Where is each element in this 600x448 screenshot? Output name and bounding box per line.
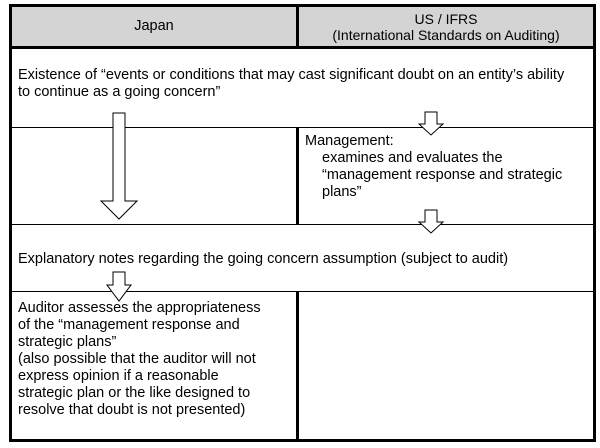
auditor-line: (also possible that the auditor will not [18, 351, 256, 367]
explanatory-notes-line: Explanatory notes regarding the going co… [18, 251, 509, 267]
auditor-line: resolve that doubt is not presented) [18, 402, 246, 418]
comparison-table: Japan US / IFRS (International Standards… [9, 4, 596, 442]
divider [12, 224, 593, 225]
management-text: Management: examines and evaluates the “… [305, 133, 593, 223]
divider [12, 46, 593, 49]
header-us-ifrs: US / IFRS (International Standards on Au… [299, 7, 593, 46]
management-line: examines and evaluates the [322, 150, 503, 166]
management-title: Management: [305, 133, 394, 149]
divider [12, 291, 593, 292]
divider [296, 7, 299, 46]
existence-text: Existence of “events or conditions that … [18, 67, 593, 107]
divider [296, 127, 299, 224]
auditor-line: strategic plans” [18, 334, 117, 350]
down-arrow-icon [417, 111, 445, 136]
management-line: plans” [322, 184, 362, 200]
existence-line-1: Existence of “events or conditions that … [18, 67, 565, 83]
auditor-line: strategic plan or the like designed to [18, 385, 251, 401]
auditor-text: Auditor assesses the appropriateness of … [18, 300, 296, 439]
explanatory-notes-text: Explanatory notes regarding the going co… [18, 251, 593, 271]
header-us-ifrs-label: US / IFRS [414, 10, 478, 27]
management-line: “management response and strategic [322, 167, 563, 183]
down-arrow-icon [106, 271, 132, 302]
down-arrow-icon [417, 209, 445, 234]
header-japan: Japan [12, 7, 296, 46]
down-arrow-icon [99, 112, 139, 220]
divider [296, 291, 299, 439]
existence-line-2: to continue as a going concern” [18, 84, 221, 100]
auditor-line: express opinion if a reasonable [18, 368, 219, 384]
divider [12, 127, 593, 128]
auditor-line: of the “management response and [18, 317, 240, 333]
header-us-ifrs-sublabel: (International Standards on Auditing) [332, 26, 560, 43]
auditor-line: Auditor assesses the appropriateness [18, 300, 261, 316]
header-japan-label: Japan [134, 18, 174, 34]
